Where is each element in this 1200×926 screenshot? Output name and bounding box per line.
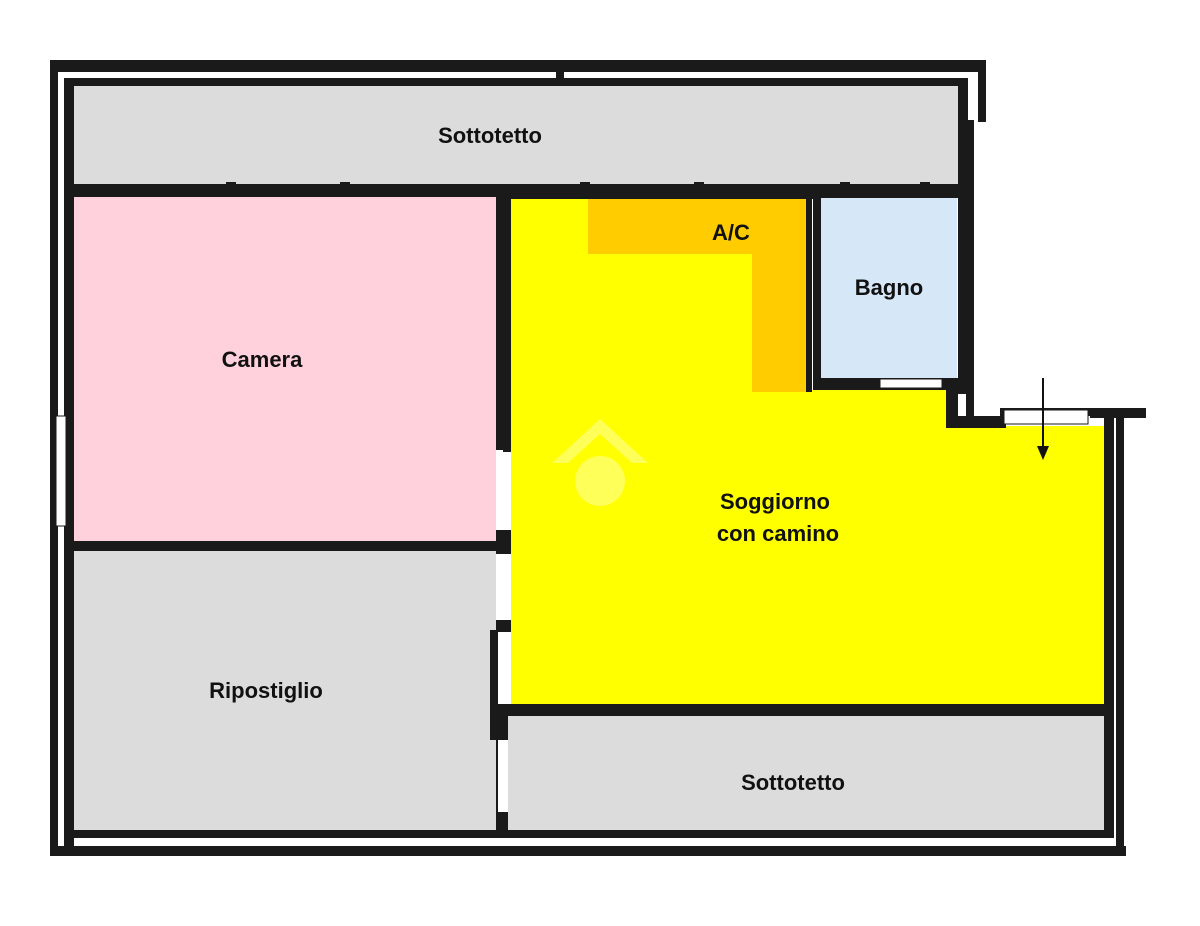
label-bagno: Bagno [855,275,923,300]
house-logo-watermark [552,419,648,506]
label-ac: A/C [712,220,750,245]
room-bagno [821,198,957,378]
room-soggiorno [511,199,1104,704]
label-sottotetto-bottom: Sottotetto [741,770,845,795]
outer-walls [50,60,1146,856]
openings [55,378,1089,812]
label-soggiorno-line2: con camino [717,521,839,546]
room-camera [72,197,496,541]
room-sottotetto-bottom [507,716,1105,830]
wall-ticks [226,62,930,190]
label-ripostiglio: Ripostiglio [209,678,323,703]
room-sottotetto-top [74,86,958,184]
room-ac [588,199,806,392]
label-camera: Camera [222,347,303,372]
entrance-arrow-icon [1037,378,1049,460]
label-soggiorno-line1: Soggiorno [720,489,830,514]
label-sottotetto-top: Sottotetto [438,123,542,148]
room-ripostiglio [72,551,496,831]
